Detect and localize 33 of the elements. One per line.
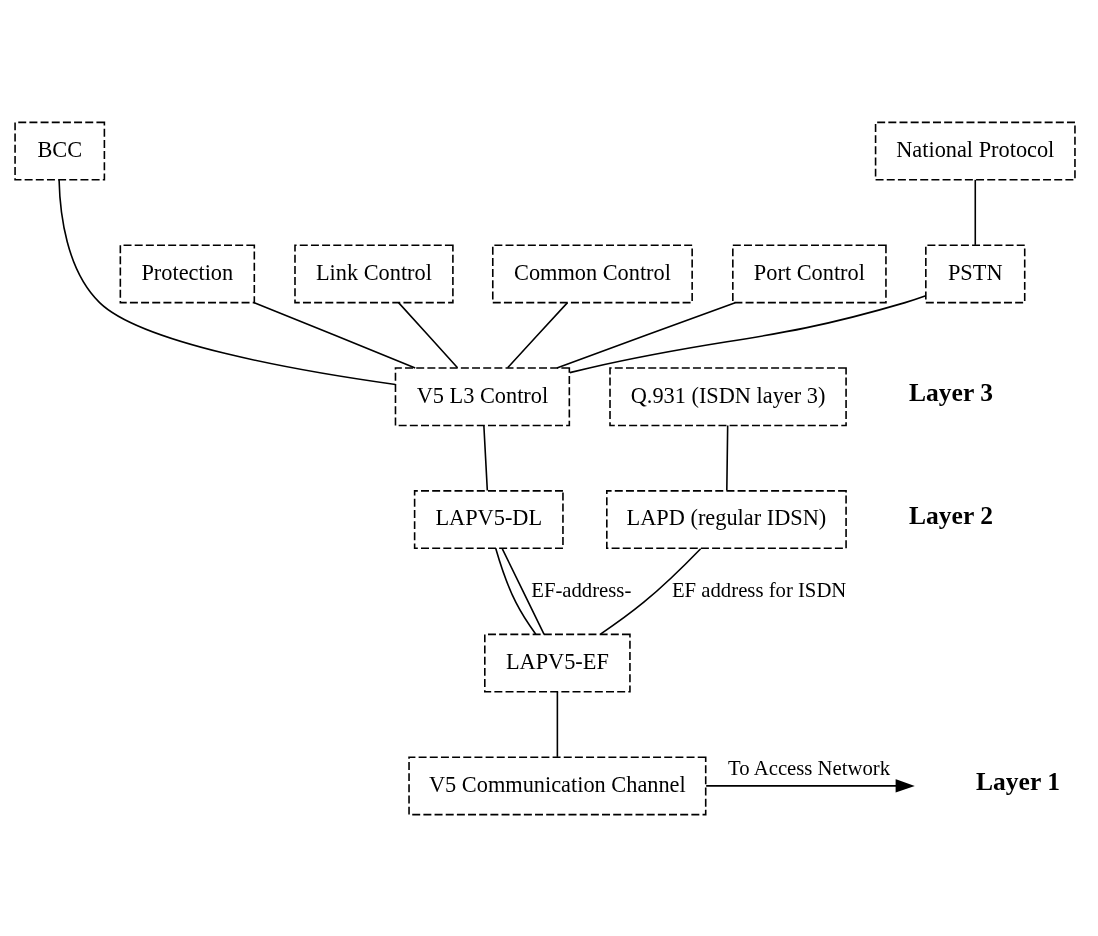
arrow [705,778,915,793]
connector [483,424,489,491]
connector [501,547,545,635]
node-box: Common Control [491,243,693,303]
connector [974,178,977,246]
connector [506,301,569,368]
connector [599,547,702,635]
node-box: PSTN [925,243,1026,303]
label: Layer 1 [976,766,1060,796]
connector [397,301,459,368]
node-box: Q.931 (ISDN layer 3) [609,366,847,426]
edge-label: EF address for ISDN [671,578,847,601]
label: Layer 3 [909,377,993,407]
connector [556,301,736,369]
node-box: LAPV5-DL [413,489,564,549]
connector [556,690,559,758]
connector [58,178,397,385]
connector [253,301,416,369]
node-box: BCC [14,121,106,181]
node-box: National Protocol [874,121,1076,181]
connector [494,547,537,635]
node-box: V5 L3 Control [394,366,571,426]
edge-label: To Access Network [728,756,891,779]
label: Layer 2 [909,500,993,530]
node-box: LAPV5-EF [484,633,631,693]
connector [569,294,927,373]
node-box: LAPD (regular IDSN) [606,489,847,549]
edge-label: EF-address- [531,578,632,601]
node-box: Port Control [732,243,887,303]
node-box: Link Control [294,243,454,303]
connector [726,424,729,491]
node-box: Protection [119,243,256,303]
node-box: V5 Communication Channel [408,755,707,815]
